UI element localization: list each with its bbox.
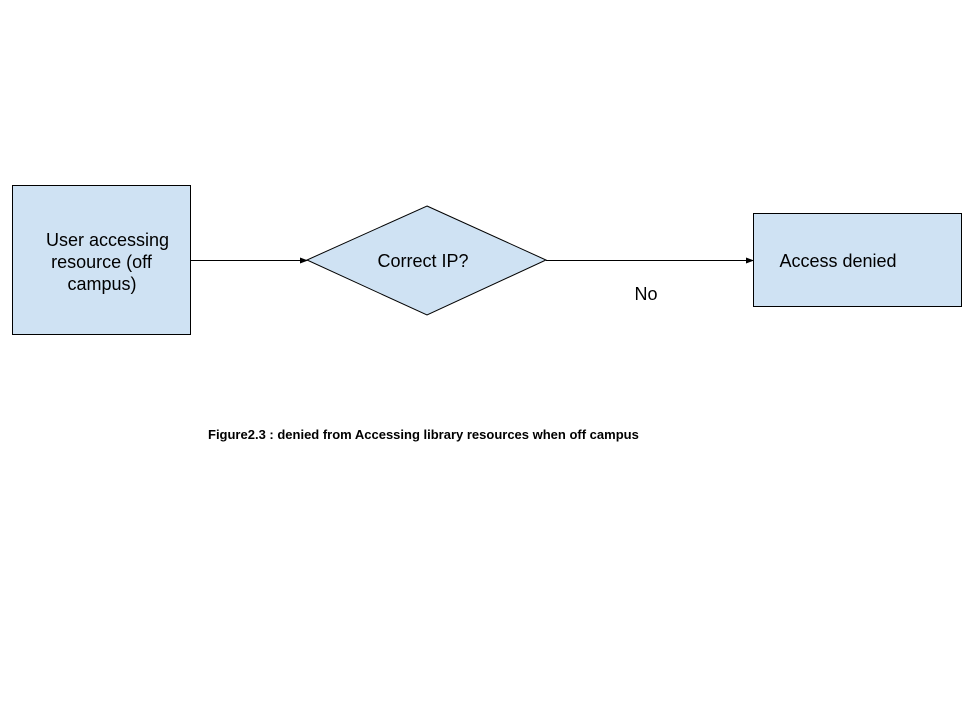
- denied-node-box: [753, 213, 962, 307]
- user-node-label-line-2: resource (off: [51, 252, 153, 272]
- decision-node-label: Correct IP?: [377, 251, 468, 271]
- user-node-box: [12, 185, 191, 335]
- decision-node-diamond: [305, 205, 548, 316]
- user-node-label-line-3: campus): [67, 274, 136, 294]
- edge-no-label: No: [634, 284, 657, 304]
- decision-node: Correct IP?: [305, 205, 548, 316]
- denied-node-label: Access denied: [779, 251, 896, 271]
- user-node-label-line-1: User accessing: [46, 230, 169, 250]
- denied-node: Access denied: [753, 213, 962, 307]
- figure-caption: Figure2.3 : denied from Accessing librar…: [208, 427, 639, 442]
- user-node: User accessing resource (off campus): [12, 185, 191, 335]
- user-node-label: User accessing resource (off campus): [46, 230, 174, 294]
